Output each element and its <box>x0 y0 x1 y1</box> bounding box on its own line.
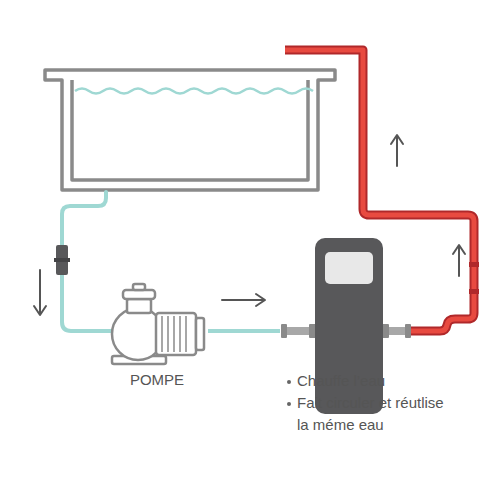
pump-neck <box>127 299 151 313</box>
pipe-connector <box>208 329 280 333</box>
flow-arrow-down <box>34 270 46 315</box>
hot-pipe-joint <box>469 289 479 294</box>
hot-pipe-fill <box>285 50 474 331</box>
flow-arrow-right <box>222 294 265 306</box>
strainer-rib <box>167 316 169 352</box>
flow-arrow-up <box>391 135 403 166</box>
bullets <box>287 380 291 406</box>
hot-pipe-outline <box>285 50 474 331</box>
flow-arrow-up <box>453 245 465 276</box>
pipe-fitting-band <box>54 258 70 262</box>
outlet-fitting <box>382 324 389 338</box>
strainer-rib <box>185 316 187 352</box>
flow-arrows <box>34 135 465 315</box>
inlet-fitting <box>309 324 316 338</box>
bullet-dot <box>287 402 291 406</box>
bullet-text: Fait circuler et réutlise la méme eau <box>297 392 452 436</box>
part-label: POMPE <box>108 369 206 391</box>
outlet-fitting <box>405 324 411 338</box>
strainer-rib <box>179 316 181 352</box>
hot-pipe <box>285 50 479 331</box>
heater-screen <box>325 252 373 284</box>
outlet-fitting <box>389 327 405 335</box>
water-surface <box>75 89 313 94</box>
pool-inner-wall <box>72 80 308 180</box>
pump-flange <box>196 318 204 350</box>
hot-pipe-joint <box>469 262 479 267</box>
strainer-rib <box>161 316 163 352</box>
bullet-dot <box>287 380 291 384</box>
pool <box>45 70 335 190</box>
pump-lid-knob <box>133 284 145 290</box>
strainer-ribs <box>162 316 186 352</box>
pump-cap <box>123 290 155 299</box>
heater-node: Chauffe l’eauFait circuler et réutlise l… <box>280 236 476 440</box>
pump-strainer <box>156 313 196 355</box>
pump-node: POMPE <box>108 285 208 393</box>
inlet-fitting <box>281 324 287 338</box>
inlet-fitting <box>287 327 309 335</box>
bullet-text: Chauffe l’eau <box>297 370 467 392</box>
pool-outer-wall <box>45 70 335 190</box>
strainer-rib <box>173 316 175 352</box>
pump-drawing <box>112 284 204 364</box>
